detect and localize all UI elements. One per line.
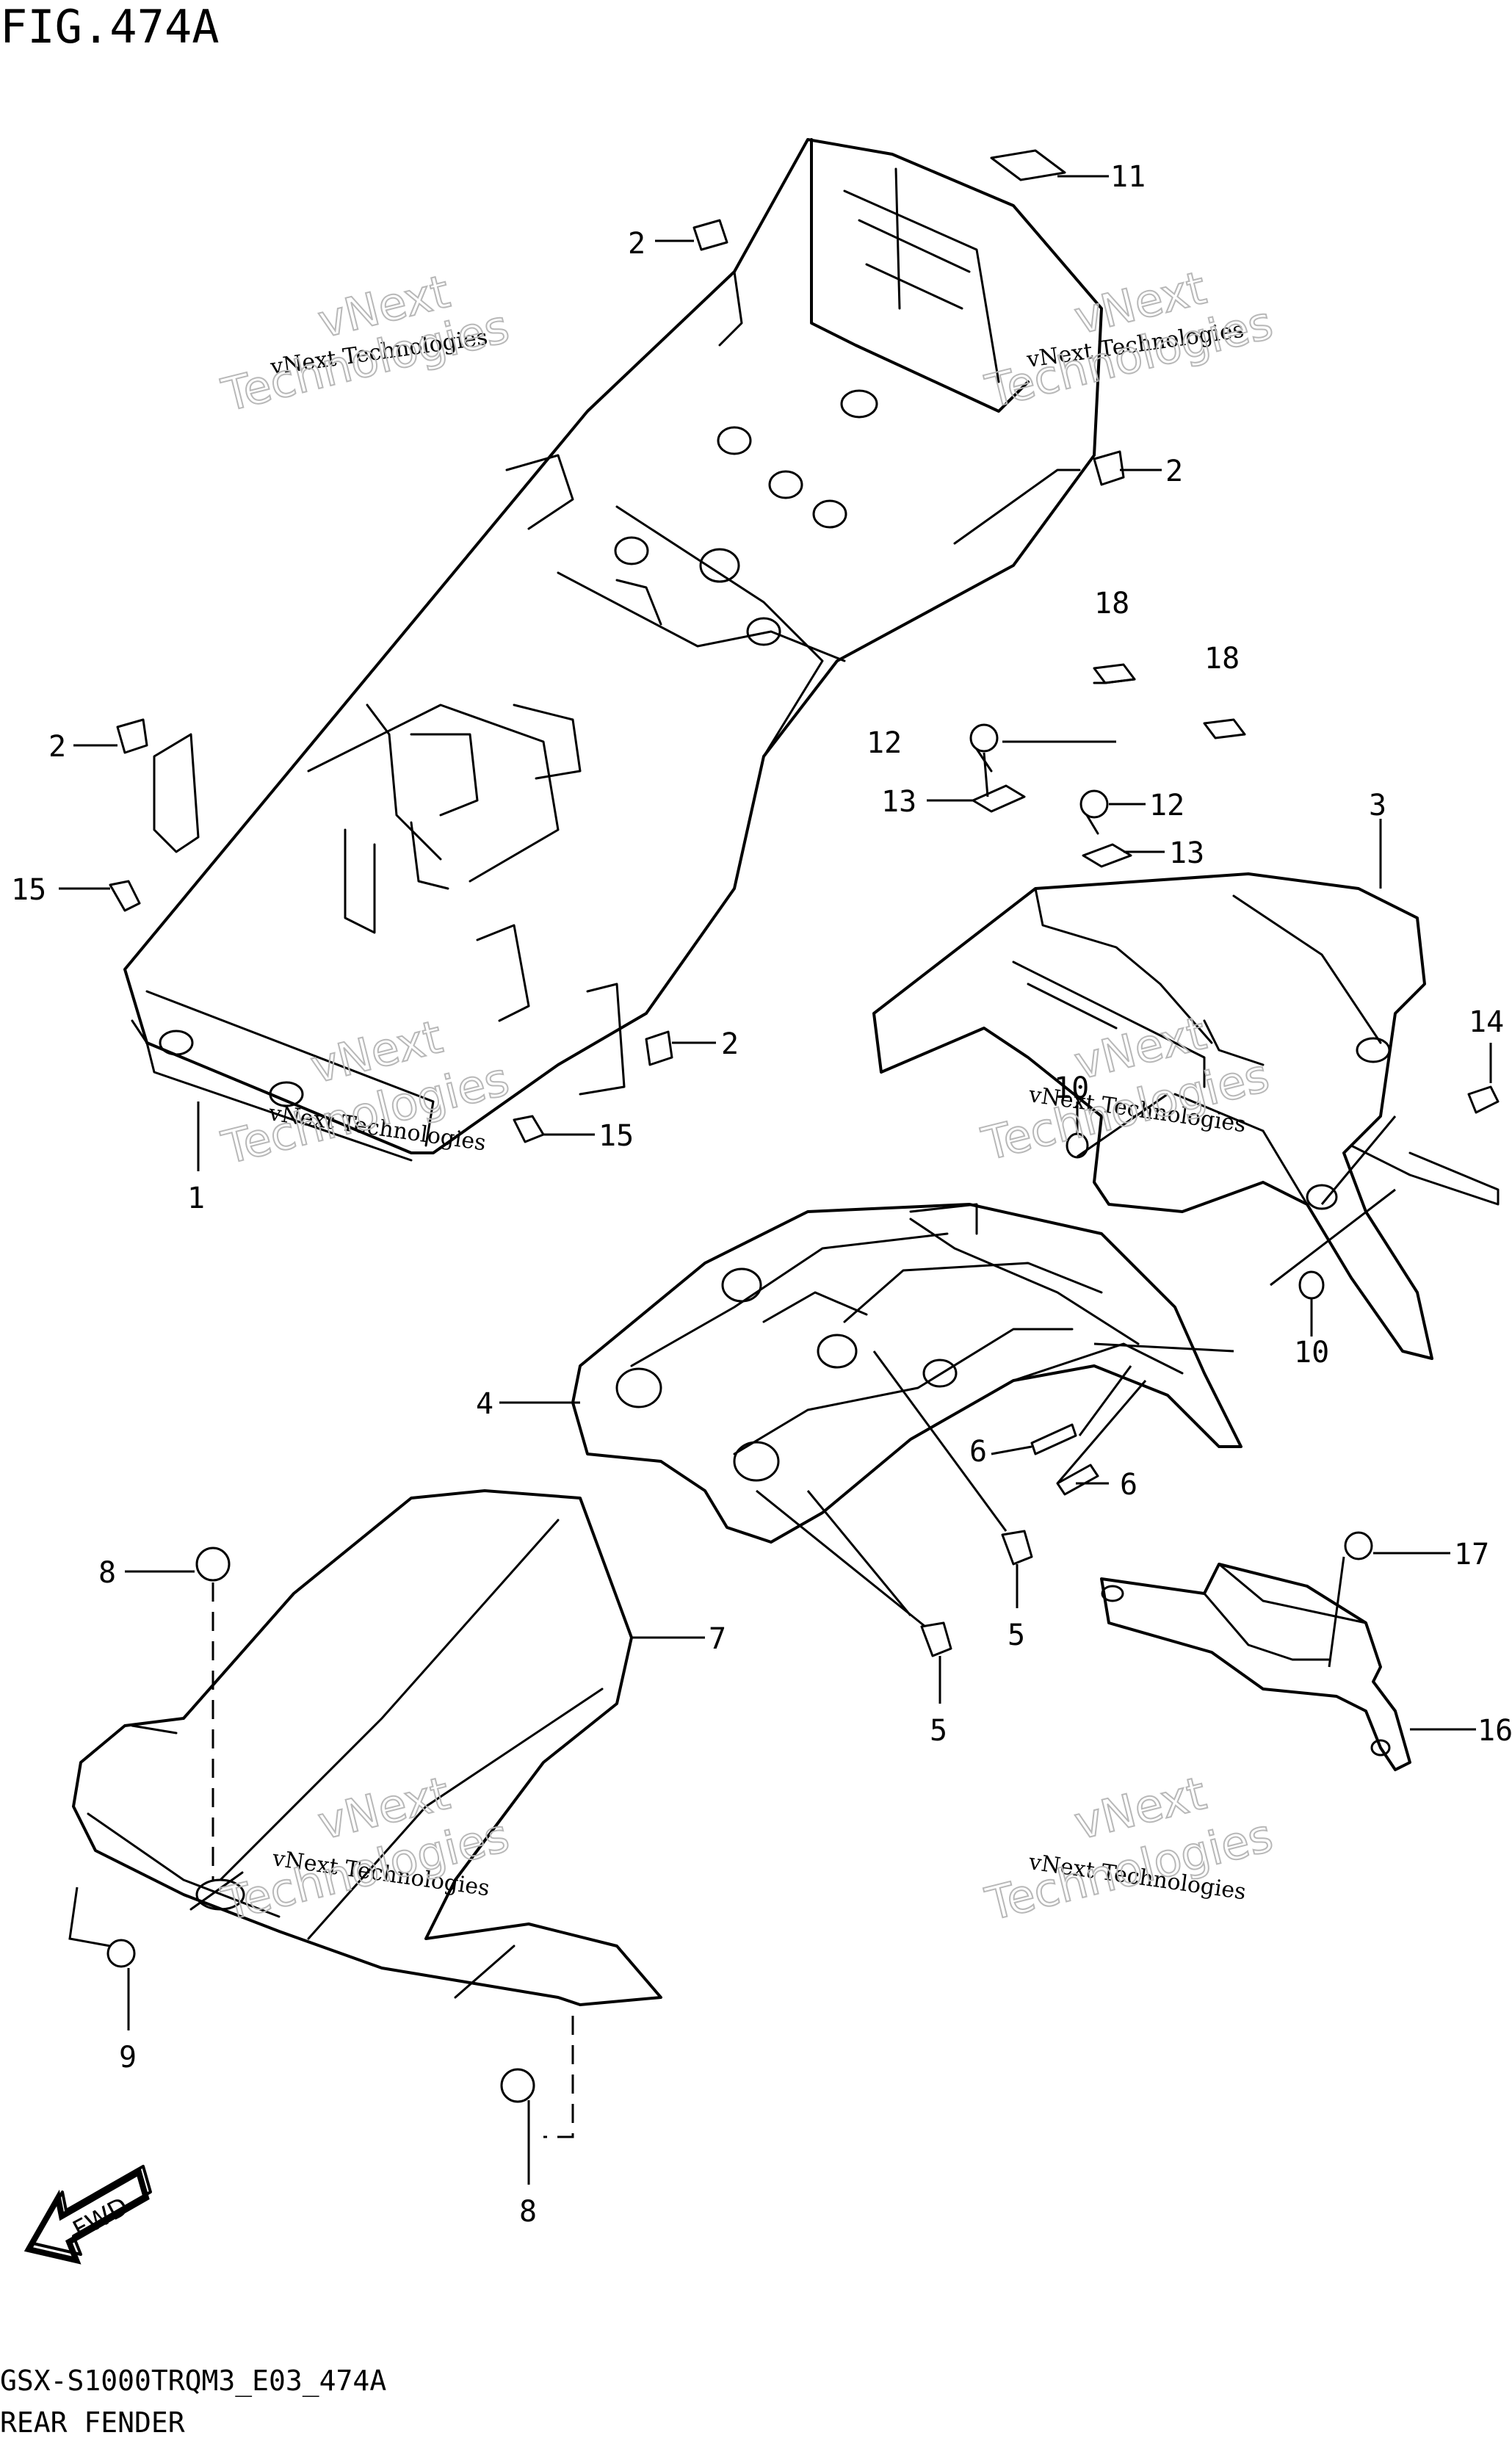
callout-10: 10: [1294, 1336, 1329, 1370]
callout-12: 12: [1149, 789, 1184, 822]
callout-3: 3: [1369, 789, 1386, 822]
callout-6: 6: [1120, 1468, 1137, 1502]
part-14-bolt: [1467, 1085, 1500, 1114]
part-6-screw-b: [1056, 1464, 1099, 1496]
fwd-direction-badge: FWD: [23, 2165, 152, 2265]
watermark-bottom-right: vNext Technologies vNext Technologies: [980, 1765, 1278, 1932]
part-7-hugger: [72, 1489, 662, 2006]
callout-13: 13: [881, 785, 916, 819]
callout-8: 8: [519, 2195, 537, 2229]
part-8-screw-a: [195, 1547, 231, 1582]
part-6-screw-a: [1030, 1423, 1077, 1455]
callout-2: 2: [721, 1027, 739, 1061]
figure-title: FIG.474A: [0, 0, 220, 54]
callout-2: 2: [1165, 455, 1183, 488]
part-15-bolt-a: [109, 880, 141, 912]
callout-4: 4: [476, 1387, 493, 1421]
fwd-label: FWD: [68, 2192, 134, 2246]
callout-11: 11: [1110, 160, 1146, 194]
part-2-clip-d: [645, 1030, 673, 1066]
part-13-nut-b: [1082, 843, 1132, 868]
callout-16: 16: [1477, 1714, 1512, 1748]
figure-caption: REAR FENDER: [0, 2406, 185, 2438]
callout-2: 2: [48, 730, 66, 764]
figure-code: GSX-S1000TRQM3_E03_474A: [0, 2365, 386, 2398]
callout-2: 2: [628, 227, 645, 261]
part-16-bracket: [1100, 1563, 1411, 1771]
part-4-inner-fender: [571, 1203, 1242, 1544]
callout-14: 14: [1469, 1005, 1504, 1039]
callout-5: 5: [1008, 1618, 1025, 1652]
callout-18: 18: [1094, 587, 1129, 621]
watermark-top-left: vNext Technologies vNext Technologies: [216, 264, 515, 423]
callout-17: 17: [1454, 1538, 1489, 1571]
part-10-grommet-b: [1298, 1270, 1325, 1300]
callout-1: 1: [187, 1182, 205, 1215]
part-3-rear-cover: [872, 872, 1500, 1360]
part-1-rear-fender-tray: [123, 138, 1103, 1162]
part-2-clip-b: [1093, 450, 1125, 486]
callout-9: 9: [119, 2041, 137, 2075]
callout-15: 15: [11, 873, 46, 907]
part-15-bolt-b: [513, 1115, 545, 1143]
watermark-mid-right: vNext Technologies vNext Technologies: [976, 1005, 1275, 1172]
callout-18: 18: [1204, 642, 1240, 676]
part-9-bolt: [106, 1939, 136, 1968]
watermark-top-right: vNext Technologies vNext Technologies: [980, 260, 1278, 419]
callout-8: 8: [98, 1556, 116, 1590]
part-5-bolt-a: [1001, 1530, 1033, 1566]
part-17-screw: [1344, 1531, 1373, 1560]
part-18-pad-b: [1203, 718, 1246, 739]
part-8-screw-b: [500, 2068, 535, 2103]
callout-13: 13: [1169, 836, 1204, 870]
part-12-screw-b: [1079, 789, 1109, 819]
part-12-screw-a: [969, 723, 999, 753]
part-2-clip-a: [692, 219, 728, 251]
part-5-bolt-b: [920, 1621, 952, 1657]
callout-6: 6: [969, 1435, 987, 1469]
callout-numbers: 11 2 2 2 2 15 15 18 18 12 12 13 13 3 14 …: [11, 160, 1512, 2229]
callout-12: 12: [867, 726, 902, 760]
part-2-clip-c: [116, 718, 148, 754]
callout-5: 5: [930, 1714, 947, 1748]
leader-lines: [59, 175, 1492, 2185]
watermark-bottom-left: vNext Technologies vNext Technologies: [216, 1765, 515, 1932]
callout-10: 10: [1054, 1071, 1089, 1105]
part-13-nut-a: [972, 784, 1026, 813]
callout-15: 15: [598, 1119, 634, 1153]
callout-7: 7: [709, 1622, 726, 1656]
part-11-label-pad: [990, 149, 1066, 181]
